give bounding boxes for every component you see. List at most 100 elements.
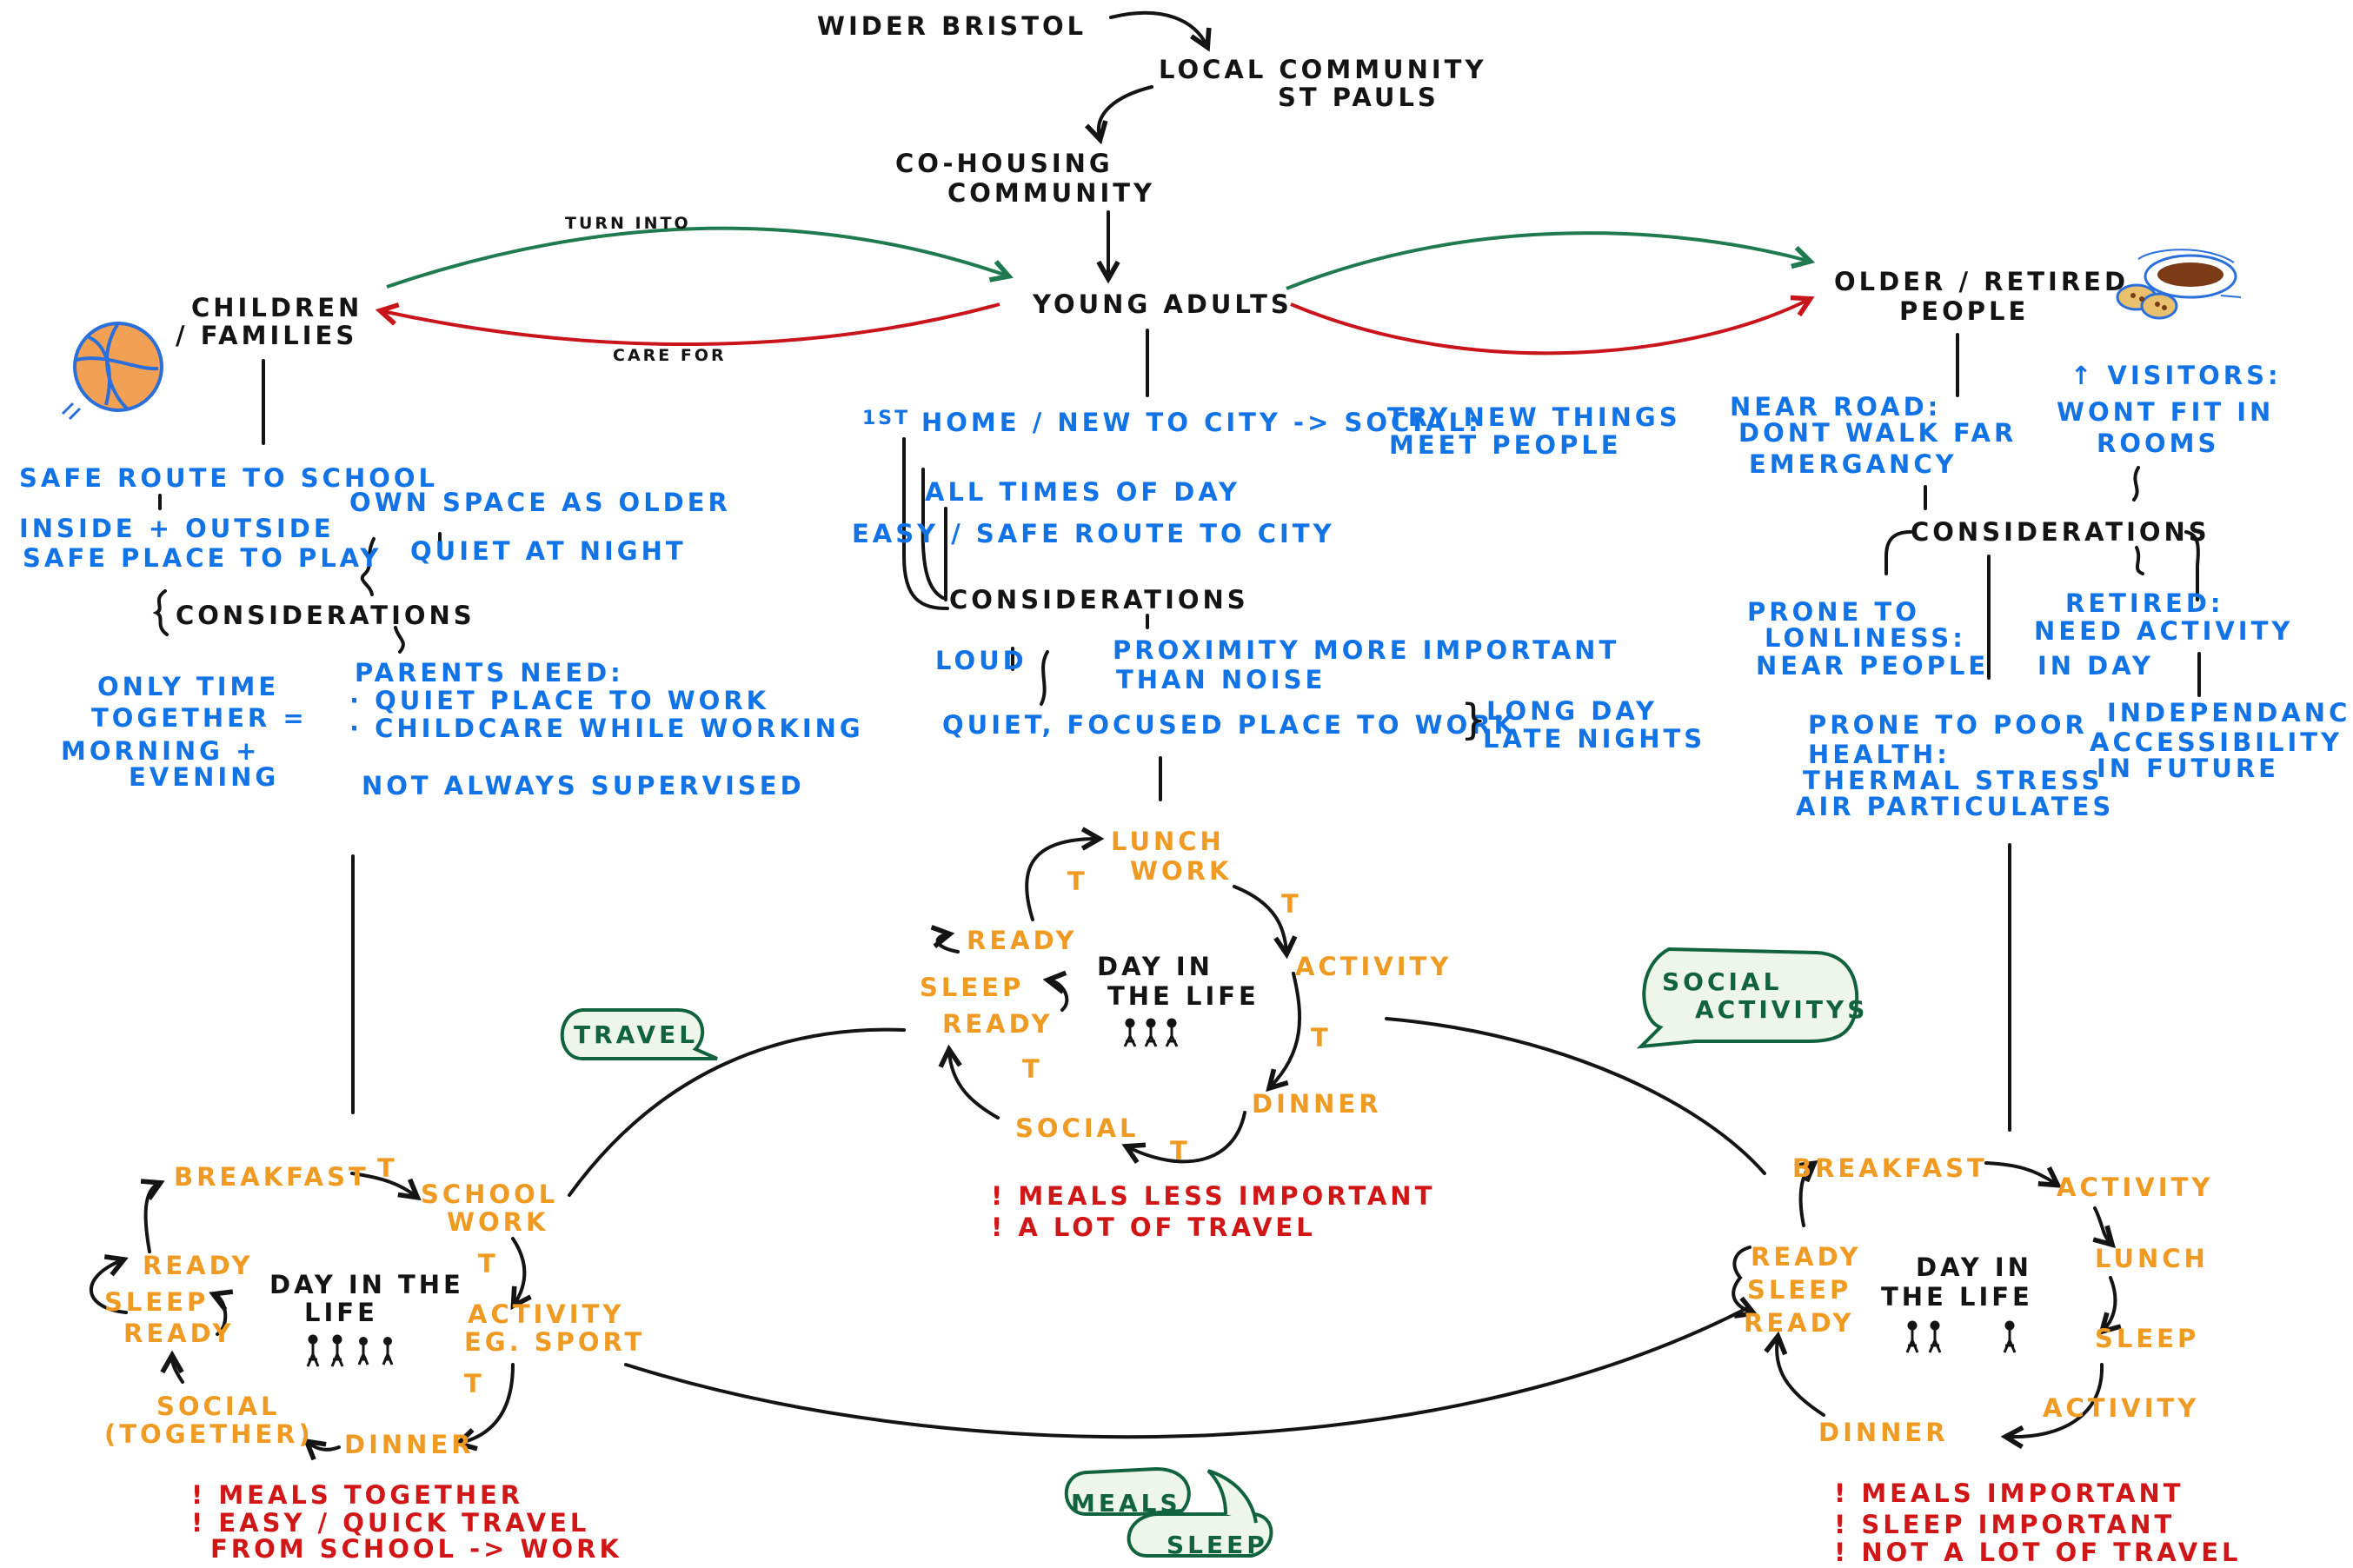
older-activity-1: ACTIVITY — [2057, 1173, 2214, 1202]
local-community-label: LOCAL COMMUNITY — [1159, 55, 1487, 84]
people-icon — [306, 1334, 394, 1367]
emergancy: EMERGANCY — [1749, 449, 1958, 479]
than-noise: THAN NOISE — [1116, 665, 1326, 694]
late-nights: LATE NIGHTS — [1483, 724, 1706, 754]
children-work: WORK — [447, 1207, 549, 1237]
community-label: COMMUNITY — [947, 178, 1156, 208]
social-bubble-label-1: SOCIAL — [1662, 967, 1783, 996]
independance: INDEPENDANCE — [2107, 698, 2353, 728]
older-breakfast: BREAKFAST — [1792, 1153, 1988, 1183]
social-bubble-label-2: ACTIVITYS — [1695, 995, 1869, 1024]
try-new-things: TRY NEW THINGS — [1387, 402, 1681, 432]
safe-route-to-school: SAFE ROUTE TO SCHOOL — [19, 463, 439, 493]
older-lunch: LUNCH — [2095, 1244, 2209, 1273]
children-title: CHILDREN — [191, 293, 363, 322]
young-lunch: LUNCH — [1111, 827, 1225, 856]
long-day: LONG DAY — [1486, 696, 1658, 726]
children-t-2: T — [478, 1249, 499, 1279]
young-note-meals: ! MEALS LESS IMPORTANT — [991, 1181, 1436, 1211]
own-space-as-older: OWN SPACE AS OLDER — [349, 488, 731, 517]
children-day-title-1: DAY IN THE — [269, 1270, 464, 1299]
parents-quiet-place: · QUIET PLACE TO WORK — [349, 686, 770, 715]
children-activity: ACTIVITY — [468, 1299, 625, 1329]
young-t-1: T — [1067, 867, 1088, 896]
young-note-travel: ! A LOT OF TRAVEL — [991, 1213, 1316, 1242]
only-time-together-3: MORNING + — [61, 736, 261, 766]
older-activity-2: ACTIVITY — [2043, 1393, 2200, 1423]
older-day-title-1: DAY IN — [1916, 1252, 2032, 1282]
children-sleep: SLEEP — [104, 1287, 209, 1317]
retired: RETIRED: — [2065, 588, 2224, 618]
young-adults-title: YOUNG ADULTS — [1033, 289, 1293, 319]
children-considerations: CONSIDERATIONS — [176, 601, 475, 630]
children-social: SOCIAL — [156, 1392, 281, 1421]
dont-walk-far: DONT WALK FAR — [1738, 418, 2017, 448]
young-day-title-2: THE LIFE — [1107, 981, 1260, 1011]
young-work: WORK — [1130, 856, 1233, 886]
thermal-stress: THERMAL STRESS — [1803, 766, 2104, 795]
rooms: ROOMS — [2097, 429, 2220, 458]
children-note-school-work: FROM SCHOOL -> WORK — [210, 1534, 622, 1564]
children-ready-top: READY — [143, 1251, 254, 1280]
young-brace: } — [1460, 695, 1491, 744]
children-note-meals: ! MEALS TOGETHER — [191, 1480, 524, 1510]
proximity-more-important: PROXIMITY MORE IMPORTANT — [1113, 635, 1620, 665]
travel-bubble — [560, 1008, 718, 1060]
easy-safe-route: EASY / SAFE ROUTE TO CITY — [852, 519, 1335, 548]
loud-label: LOUD — [935, 646, 1027, 675]
prone-to: PRONE TO — [1747, 597, 1920, 627]
health: HEALTH: — [1808, 740, 1951, 769]
children-note-travel: ! EASY / QUICK TRAVEL — [191, 1508, 590, 1538]
people-title: PEOPLE — [1899, 296, 2030, 326]
meet-people: MEET PEOPLE — [1389, 430, 1622, 460]
children-t-3: T — [464, 1369, 485, 1399]
safe-place-to-play: SAFE PLACE TO PLAY — [23, 543, 382, 573]
older-ready-bottom: READY — [1744, 1308, 1855, 1338]
older-sleep: SLEEP — [1747, 1275, 1852, 1305]
quiet-at-night: QUIET AT NIGHT — [410, 536, 687, 566]
young-considerations: CONSIDERATIONS — [949, 585, 1249, 615]
first-superscript: 1ST — [862, 408, 911, 429]
people-icon — [1123, 1018, 1179, 1047]
travel-bubble-label: TRAVEL — [574, 1020, 699, 1049]
near-road: NEAR ROAD: — [1730, 392, 1942, 422]
young-ready-bottom: READY — [942, 1009, 1054, 1039]
children-t-1: T — [377, 1153, 398, 1183]
only-time-together-2: TOGETHER = — [91, 703, 308, 733]
parents-need: PARENTS NEED: — [355, 658, 624, 688]
older-note-meals: ! MEALS IMPORTANT — [1834, 1478, 2184, 1508]
older-note-travel: ! NOT A LOT OF TRAVEL — [1834, 1538, 2242, 1567]
young-sleep: SLEEP — [920, 973, 1025, 1002]
people-icon — [1905, 1320, 2017, 1353]
young-social: SOCIAL — [1015, 1113, 1140, 1143]
visitors: ↑ VISITORS: — [2071, 361, 2282, 390]
need-activity: NEED ACTIVITY — [2034, 616, 2294, 646]
social-activitys-bubble — [1636, 947, 1859, 1049]
prone-to-poor: PRONE TO POOR — [1808, 710, 2088, 740]
wont-fit-in: WONT FIT IN — [2057, 397, 2275, 427]
children-ready-bottom: READY — [123, 1319, 235, 1348]
parents-childcare: · CHILDCARE WHILE WORKING — [349, 714, 864, 743]
sleep-bubble-label: SLEEP — [1167, 1531, 1268, 1559]
quiet-focused-place: QUIET, FOCUSED PLACE TO WORK — [942, 710, 1518, 740]
in-day: IN DAY — [2037, 651, 2154, 681]
young-t-3: T — [1311, 1023, 1332, 1053]
meals-bubble-label: MEALS — [1071, 1489, 1181, 1518]
young-day-title-1: DAY IN — [1097, 952, 1213, 981]
near-people: NEAR PEOPLE — [1756, 651, 1990, 681]
accessibility: ACCESSIBILITY — [2090, 728, 2343, 757]
only-time-together-4: EVENING — [129, 762, 280, 792]
young-ready-top: READY — [967, 926, 1078, 955]
children-breakfast: BREAKFAST — [174, 1162, 369, 1192]
inside-outside: INSIDE + OUTSIDE — [19, 514, 335, 543]
young-t-4: T — [1170, 1136, 1191, 1166]
in-future: IN FUTURE — [2097, 754, 2279, 783]
st-pauls-label: ST PAULS — [1278, 83, 1439, 112]
children-eg-sport: EG. SPORT — [464, 1327, 646, 1357]
young-activity: ACTIVITY — [1295, 952, 1452, 981]
wider-bristol-label: WIDER BRISTOL — [817, 11, 1087, 41]
children-day-title-2: LIFE — [304, 1298, 378, 1327]
older-retired-title: OLDER / RETIRED — [1834, 267, 2130, 296]
